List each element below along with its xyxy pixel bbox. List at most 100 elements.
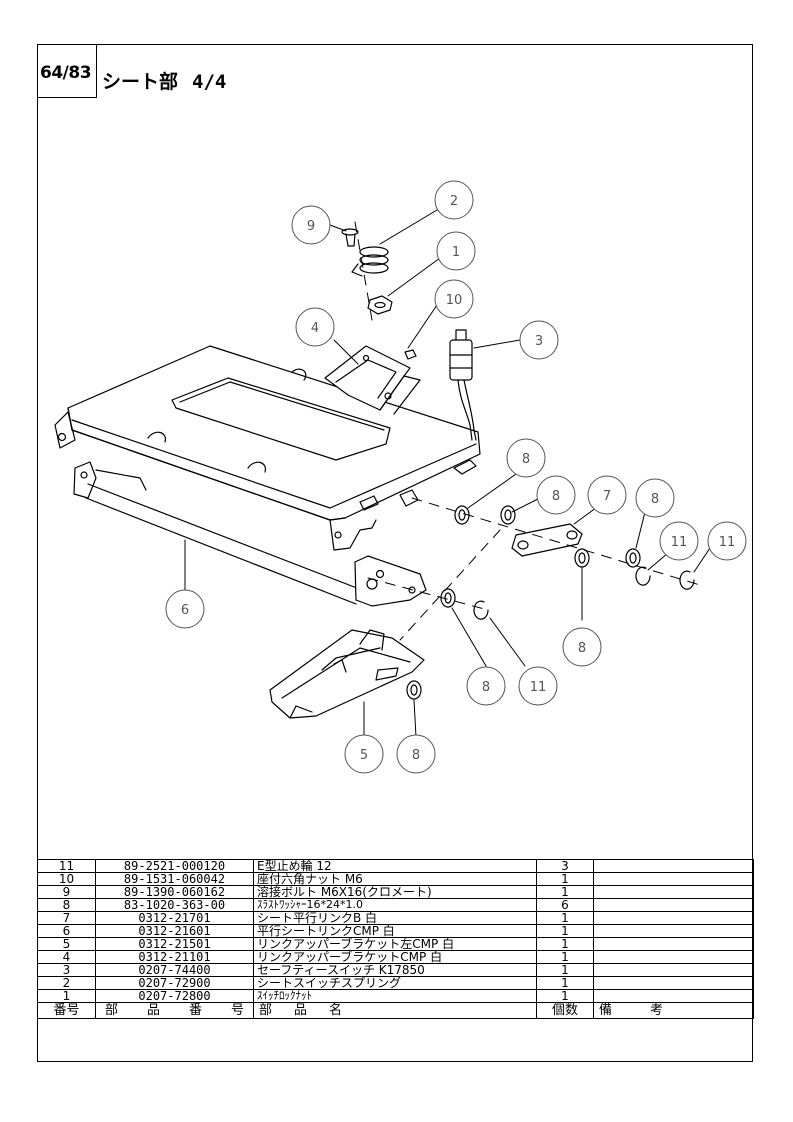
- header-char: 考: [650, 1002, 664, 1018]
- nut-10: [404, 349, 417, 360]
- part-qty: 3: [536, 859, 594, 873]
- spread-header: 備考: [597, 1002, 750, 1018]
- title-part: 4/4: [192, 71, 227, 93]
- col-header-qty: 個数: [536, 1002, 594, 1019]
- part-qty: 1: [536, 924, 594, 938]
- spread-header: 部品番号: [99, 1002, 250, 1018]
- part-qty: 1: [536, 989, 594, 1003]
- part-note: [593, 963, 754, 977]
- part-code: 89-1531-060042: [95, 872, 254, 886]
- part-note: [593, 976, 754, 990]
- header-char: 部: [105, 1002, 119, 1018]
- part-number-index: 9: [37, 885, 96, 899]
- thrust-washers: [406, 505, 641, 700]
- callout-label: 8: [522, 452, 530, 467]
- callout-circles: [165, 180, 747, 774]
- page-title: シート部 4/4: [102, 67, 226, 94]
- part-name: 溶接ボルト M6X16(クロメート): [253, 885, 537, 899]
- bracket-left: [269, 629, 425, 719]
- callout-label: 8: [578, 641, 586, 656]
- callout-label: 8: [651, 492, 659, 507]
- header-char: 品: [294, 1002, 308, 1018]
- part-note: [593, 898, 754, 912]
- part-qty: 1: [536, 911, 594, 925]
- header-char: 番: [188, 1002, 202, 1018]
- part-name: ｽｲｯﾁﾛｯｸﾅｯﾄ: [253, 989, 537, 1003]
- page-index-box: 64/83: [38, 45, 97, 98]
- nut-1: [367, 295, 393, 315]
- part-name: リンクアッパーブラケット左CMP 白: [253, 937, 537, 951]
- callout-label: 1: [452, 245, 460, 260]
- part-qty: 1: [536, 976, 594, 990]
- callout-label: 11: [671, 535, 688, 550]
- part-name: リンクアッパーブラケットCMP 白: [253, 950, 537, 964]
- part-number-index: 1: [37, 989, 96, 1003]
- assembly-centerlines: [354, 221, 701, 641]
- part-name: 座付六角ナット M6: [253, 872, 537, 886]
- part-qty: 1: [536, 950, 594, 964]
- safety-switch: [449, 329, 477, 441]
- e-rings: [473, 566, 695, 620]
- col-header-part-number: 部品番号: [95, 1002, 254, 1019]
- title-text: シート部: [102, 71, 179, 93]
- part-note: [593, 950, 754, 964]
- part-number-index: 6: [37, 924, 96, 938]
- callout-label: 8: [482, 680, 490, 695]
- callout-label: 2: [450, 194, 458, 209]
- part-code: 0312-21101: [95, 950, 254, 964]
- callout-label: 4: [311, 321, 319, 336]
- header-char: 号: [230, 1002, 244, 1018]
- part-code: 0312-21601: [95, 924, 254, 938]
- spread-header: 部品名: [257, 1002, 533, 1018]
- part-name: E型止め輪 12: [253, 859, 537, 873]
- seat-base-plate: [54, 345, 481, 551]
- part-code: 83-1020-363-00: [95, 898, 254, 912]
- part-note: [593, 989, 754, 1003]
- part-note: [593, 924, 754, 938]
- link-b: [511, 523, 583, 557]
- part-number-index: 2: [37, 976, 96, 990]
- callout-label: 6: [181, 603, 189, 618]
- callout-label: 11: [719, 535, 736, 550]
- header-char: 備: [599, 1002, 613, 1018]
- leader-lines: [184, 209, 711, 738]
- part-name: ｽﾗｽﾄﾜｯｼｬｰ16*24*1.0: [253, 898, 537, 912]
- spring-2: [351, 246, 389, 277]
- callout-label: 10: [446, 293, 463, 308]
- header-char: 名: [329, 1002, 343, 1018]
- exploded-parts-diagram: 9 2 1 10 4 3 8 8 7 8 11 11 6 8 11 8 5 8: [54, 180, 747, 774]
- callout-label: 8: [552, 489, 560, 504]
- upper-bracket: [324, 345, 421, 415]
- col-header-number: 番号: [37, 1002, 96, 1019]
- part-code: 0312-21701: [95, 911, 254, 925]
- part-name: セーフティースイッチ K17850: [253, 963, 537, 977]
- part-name: 平行シートリンクCMP 白: [253, 924, 537, 938]
- part-number-index: 11: [37, 859, 96, 873]
- part-code: 0207-74400: [95, 963, 254, 977]
- part-number-index: 4: [37, 950, 96, 964]
- part-number-index: 5: [37, 937, 96, 951]
- callout-label: 7: [603, 489, 611, 504]
- callout-label: 9: [307, 219, 315, 234]
- parallel-link: [73, 461, 427, 607]
- part-code: 0207-72900: [95, 976, 254, 990]
- callout-label: 11: [530, 680, 547, 695]
- col-header-part-name: 部品名: [253, 1002, 537, 1019]
- drawing-frame: 64/83 シート部 4/4: [37, 44, 753, 1062]
- part-code: 0207-72800: [95, 989, 254, 1003]
- part-number-index: 7: [37, 911, 96, 925]
- callout-label: 5: [360, 748, 368, 763]
- callout-label: 3: [535, 334, 543, 349]
- part-code: 89-2521-000120: [95, 859, 254, 873]
- callout-label: 8: [412, 748, 420, 763]
